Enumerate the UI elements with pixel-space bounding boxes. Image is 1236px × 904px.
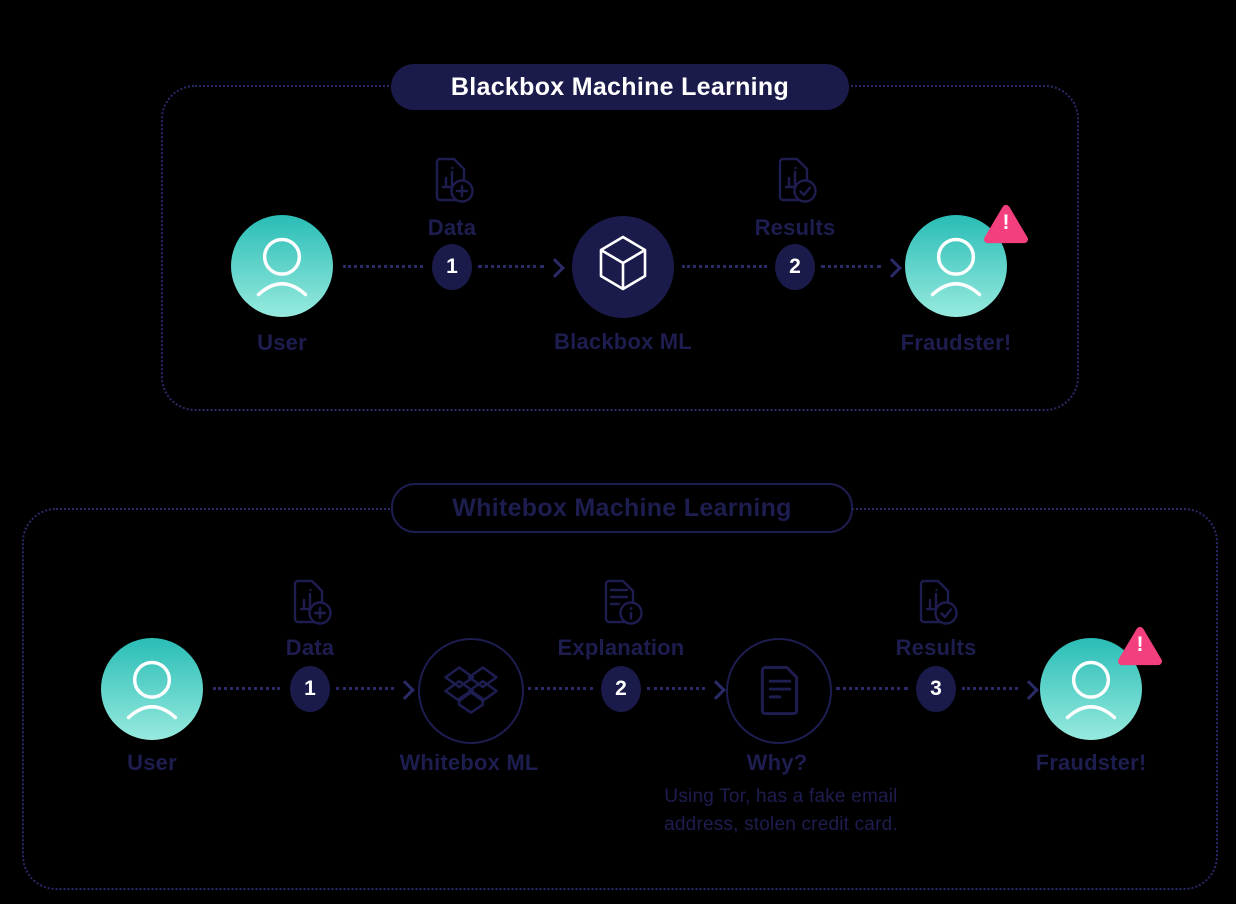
fraudster-label: Fraudster!	[900, 330, 1012, 355]
why-node	[726, 638, 832, 744]
dotted-connector	[528, 687, 593, 690]
dotted-connector	[962, 687, 1018, 690]
fraudster-label: Fraudster!	[1035, 750, 1147, 775]
document-info-icon	[596, 577, 646, 627]
document-check-icon	[770, 155, 820, 205]
data-label: Data	[285, 635, 335, 660]
dotted-connector	[836, 687, 908, 690]
results-label: Results	[754, 215, 836, 240]
blackbox-title: Blackbox Machine Learning	[450, 72, 790, 101]
whitebox-ml-label: Whitebox ML	[399, 750, 539, 775]
person-icon	[1065, 660, 1117, 720]
step-badge-2: 2	[775, 244, 815, 290]
step-badge-1: 1	[290, 666, 330, 712]
person-icon	[126, 660, 178, 720]
user-avatar	[231, 215, 333, 317]
step-number: 3	[930, 677, 942, 700]
step-number: 1	[304, 677, 316, 700]
warning-triangle-icon: !	[1117, 625, 1163, 669]
dotted-connector	[647, 687, 705, 690]
person-icon	[930, 237, 982, 297]
whitebox-title-pill: Whitebox Machine Learning	[391, 483, 853, 533]
alert-mark: !	[1136, 633, 1144, 656]
warning-triangle-icon: !	[983, 203, 1029, 247]
dotted-connector	[821, 265, 881, 268]
step-number: 2	[615, 677, 627, 700]
blackbox-ml-label: Blackbox ML	[554, 329, 692, 354]
whitebox-title: Whitebox Machine Learning	[452, 493, 792, 522]
whitebox-ml-node	[418, 638, 524, 744]
alert-mark: !	[1002, 211, 1010, 234]
data-label: Data	[427, 215, 477, 240]
step-badge-1: 1	[432, 244, 472, 290]
document-add-icon	[285, 577, 335, 627]
user-label: User	[257, 330, 307, 355]
open-box-icon	[444, 666, 498, 714]
dotted-connector	[213, 687, 280, 690]
document-icon	[760, 666, 799, 716]
dotted-connector	[478, 265, 544, 268]
document-check-icon	[911, 577, 961, 627]
dotted-connector	[682, 265, 767, 268]
why-description-line1: Using Tor, has a fake email	[664, 786, 898, 807]
dotted-connector	[343, 265, 423, 268]
blackbox-title-pill: Blackbox Machine Learning	[391, 64, 849, 110]
cube-icon	[599, 235, 647, 291]
step-number: 2	[789, 255, 801, 278]
step-number: 1	[446, 255, 458, 278]
person-icon	[256, 237, 308, 297]
document-add-icon	[427, 155, 477, 205]
user-label: User	[127, 750, 177, 775]
why-description-line2: address, stolen credit card.	[664, 814, 898, 835]
step-badge-2: 2	[601, 666, 641, 712]
explanation-label: Explanation	[557, 635, 685, 660]
user-avatar	[101, 638, 203, 740]
step-badge-3: 3	[916, 666, 956, 712]
results-label: Results	[895, 635, 977, 660]
blackbox-ml-node	[572, 216, 674, 318]
dotted-connector	[336, 687, 394, 690]
why-label: Why?	[746, 750, 808, 775]
